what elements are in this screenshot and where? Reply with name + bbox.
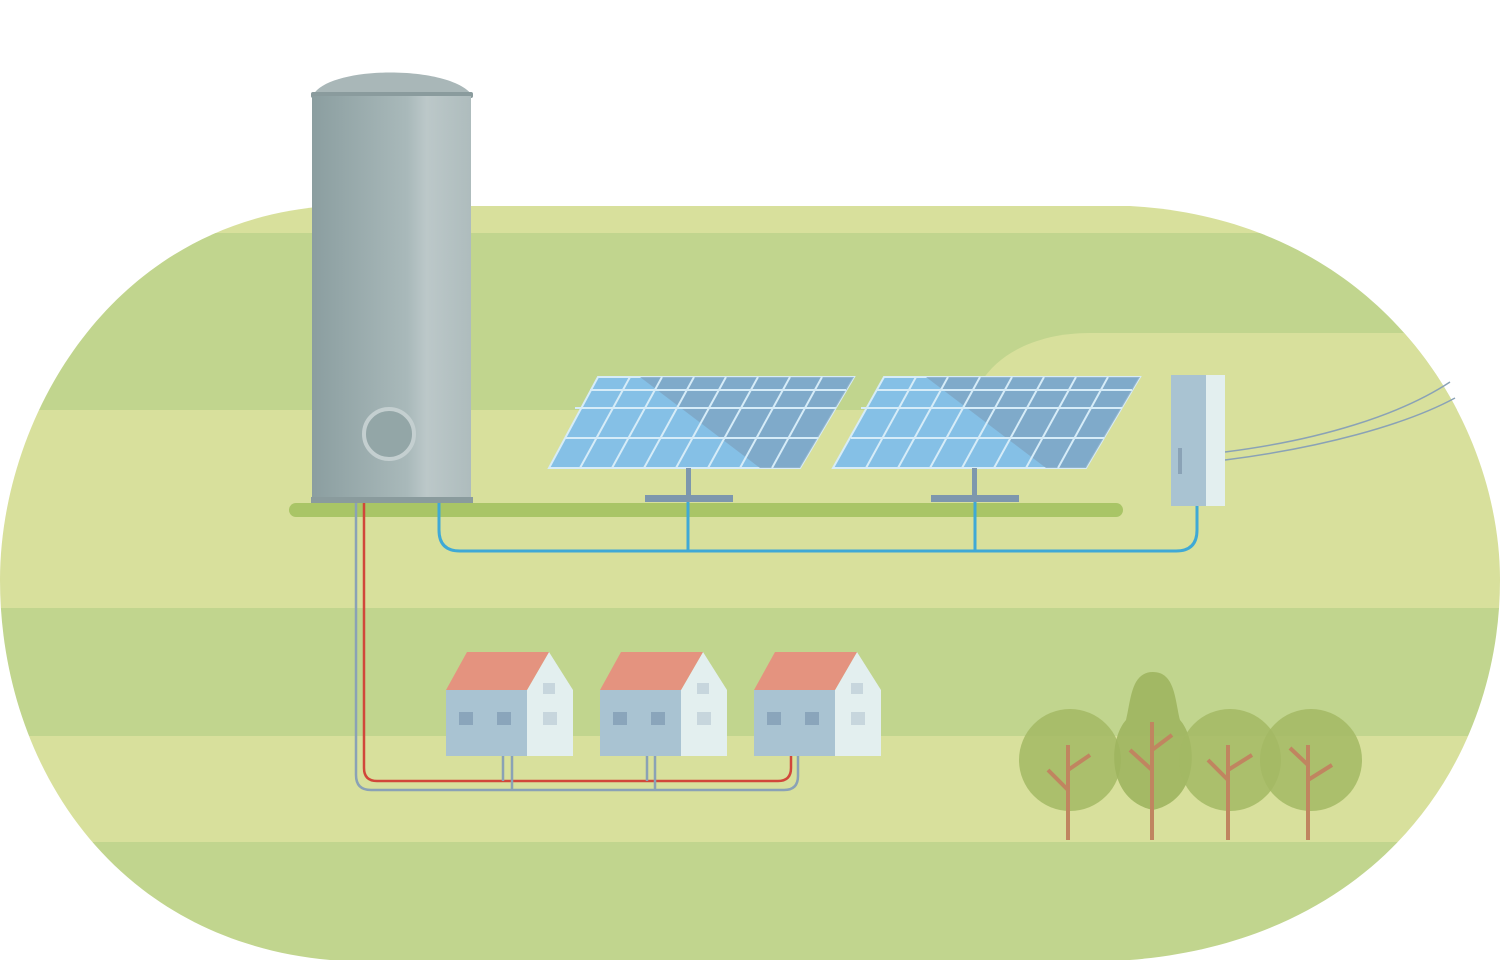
- tree-icon: [1019, 709, 1121, 840]
- storage-tank-icon: [311, 72, 473, 503]
- power-line-icon: [1224, 381, 1456, 461]
- field: [0, 206, 1500, 960]
- tree-icon: [1179, 709, 1281, 840]
- ground-platform: [289, 503, 1123, 517]
- heat-pipe: [354, 503, 800, 792]
- tree-group: [1019, 672, 1362, 840]
- house-icon: [754, 652, 881, 756]
- tree-icon: [1260, 709, 1362, 840]
- solar-panel-icon: [547, 376, 856, 502]
- solar-panel-icon: [831, 376, 1142, 502]
- house-icon: [446, 652, 573, 756]
- electric-line: [437, 500, 1199, 553]
- inverter-icon: [1171, 375, 1225, 506]
- house-icon: [600, 652, 727, 756]
- tree-icon: [1114, 672, 1192, 840]
